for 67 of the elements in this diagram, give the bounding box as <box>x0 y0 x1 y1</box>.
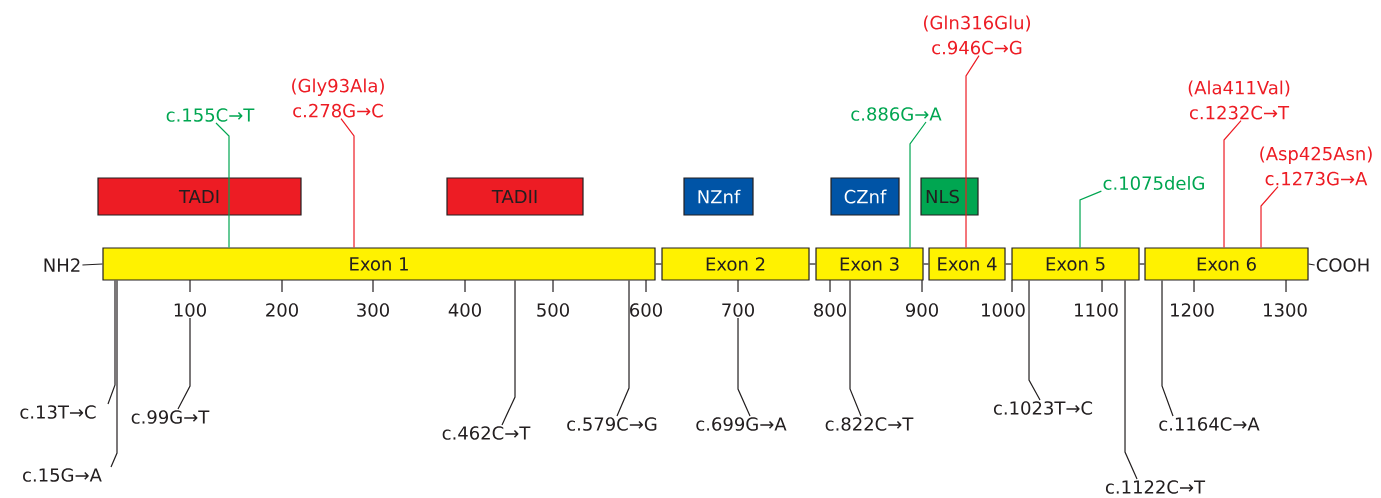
exon-box: Exon 4 <box>928 247 1006 281</box>
scale-number: 1200 <box>1171 303 1214 317</box>
mutation-label: c.1122C→T <box>1105 480 1206 494</box>
exon-box: Exon 5 <box>1011 247 1140 281</box>
leader-line <box>1260 186 1279 248</box>
scale-number: 600 <box>630 303 662 317</box>
scale-number: 800 <box>814 303 846 317</box>
backbone-line <box>1308 263 1316 266</box>
mutation-label: c.1075delG <box>1103 176 1204 190</box>
leader-line <box>110 280 118 468</box>
backbone-line <box>1005 263 1012 265</box>
backbone-line <box>1139 263 1145 265</box>
scale-number: 1100 <box>1075 303 1118 317</box>
backbone-line <box>655 263 662 265</box>
domain-box: CZnf <box>830 177 900 216</box>
leader-line <box>737 317 751 417</box>
leader-line <box>909 121 927 248</box>
mutation-label: c.886G→A <box>851 107 942 121</box>
exon-box: Exon 2 <box>661 247 810 281</box>
scale-number: 900 <box>905 303 938 317</box>
terminus-label: COOH <box>1316 258 1369 272</box>
leader-line <box>215 122 230 248</box>
mutation-label: (Asp425Asn) c.1273G→A <box>1260 146 1372 186</box>
leader-line <box>1124 280 1138 480</box>
mutation-label: c.99G→T <box>131 410 210 424</box>
leader-line <box>177 317 191 410</box>
domain-box: NZnf <box>683 177 754 216</box>
scale-number: 700 <box>722 303 754 317</box>
mutation-label: c.13T→C <box>20 405 96 419</box>
leader-line <box>616 280 630 417</box>
exon-box: Exon 1 <box>102 247 656 281</box>
exon-box: Exon 6 <box>1144 247 1309 281</box>
mutation-label: (Gln316Glu) c.946C→G <box>924 15 1030 55</box>
mutation-label: c.579C→G <box>567 417 657 431</box>
leader-line <box>849 280 862 417</box>
leader-line <box>1223 120 1242 248</box>
backbone-line <box>923 263 929 265</box>
backbone-line <box>81 263 103 266</box>
mutation-label: c.15G→A <box>23 468 102 482</box>
mutation-label: c.1164C→A <box>1159 417 1260 431</box>
scale-number: 500 <box>537 303 569 317</box>
mutation-label: (Gly93Ala) c.278G→C <box>292 78 384 118</box>
mutation-label: c.1023T→C <box>993 401 1093 415</box>
leader-line <box>1161 280 1174 417</box>
mutation-label: (Ala411Val) c.1232C→T <box>1188 80 1290 120</box>
leader-line <box>965 55 980 248</box>
mutation-label: c.699G→A <box>696 417 787 431</box>
terminus-label: NH2 <box>44 258 80 272</box>
leader-line <box>1079 190 1102 248</box>
scale-number: 1000 <box>982 303 1025 317</box>
backbone-line <box>809 263 816 265</box>
mutation-label: c.822C→T <box>825 417 914 431</box>
domain-box: NLS <box>920 177 979 216</box>
mutation-label: c.462C→T <box>442 426 531 440</box>
domain-box: TADII <box>446 177 584 216</box>
exon-box: Exon 3 <box>815 247 924 281</box>
leader-line <box>1028 280 1041 401</box>
leader-line <box>107 280 116 405</box>
scale-number: 200 <box>266 303 298 317</box>
scale-number: 1300 <box>1264 303 1307 317</box>
scale-number: 300 <box>357 303 389 317</box>
leader-line <box>340 118 355 248</box>
mutation-label: c.155C→T <box>166 108 255 122</box>
scale-number: 100 <box>174 303 206 317</box>
scale-number: 400 <box>448 303 481 317</box>
leader-line <box>501 280 516 426</box>
domain-box: TADI <box>97 177 302 216</box>
